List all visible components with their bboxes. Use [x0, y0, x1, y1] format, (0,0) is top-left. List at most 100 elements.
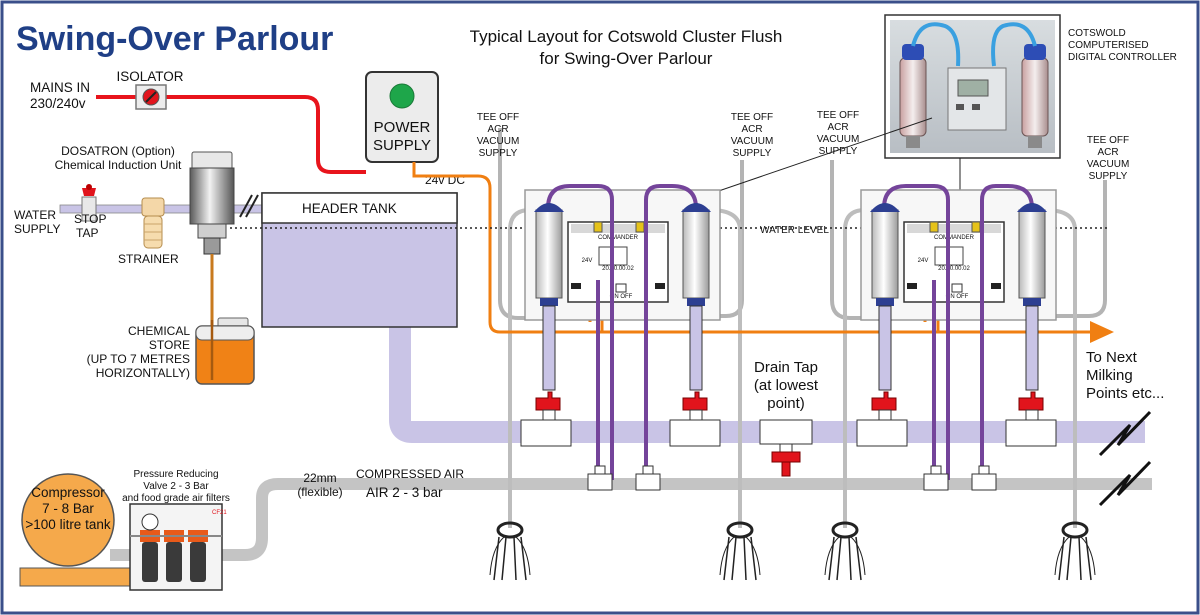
pressure-reducing-valve: [129, 503, 223, 591]
tee-2-line-3: VACUUM: [731, 136, 774, 147]
prv-label-3: and food grade air filters: [122, 493, 230, 504]
controller-strip: [571, 224, 665, 233]
chemical-label-4: HORIZONTALLY): [96, 366, 190, 380]
drain-label-1: Drain Tap: [754, 359, 818, 376]
controller-label-1: COTSWOLD: [1068, 28, 1126, 39]
drop-pipe-left: [542, 305, 556, 391]
header-tank-label: HEADER TANK: [302, 201, 397, 216]
subtitle-line-2: for Swing-Over Parlour: [540, 49, 713, 68]
unit-code-text: COMMANDER: [598, 235, 639, 241]
fitting-left: [571, 283, 581, 289]
cylinder-base-left: [540, 298, 558, 306]
compressed-air-pipe: [110, 478, 1152, 561]
tee-4-line-4: SUPPLY: [1089, 171, 1128, 182]
air-tee-left: [587, 465, 613, 491]
dosatron-label-2: Chemical Induction Unit: [55, 158, 182, 172]
valve-right: [682, 391, 708, 411]
tee-4-line-2: ACR: [1097, 147, 1118, 158]
power-supply-box: [365, 71, 439, 163]
strainer-label: STRAINER: [118, 252, 179, 266]
air-tee-right: [635, 465, 661, 491]
prv-label-1: Pressure Reducing: [133, 469, 218, 480]
flush-cylinder-right: [682, 209, 710, 299]
milking-cluster-1: [489, 521, 531, 581]
milking-cluster-4: [1053, 521, 1097, 582]
controller-photo: [884, 14, 1061, 159]
next-points-label-3: Points etc...: [1086, 385, 1164, 402]
water-level-label: WATER LEVEL: [760, 225, 829, 236]
vacuum-hose-left: [546, 184, 614, 480]
drain-label-2: (at lowest: [754, 377, 819, 394]
subtitle-line-1: Typical Layout for Cotswold Cluster Flus…: [470, 27, 783, 46]
tee-1-line-1: TEE OFF: [477, 112, 519, 123]
water-tee-left: [520, 409, 572, 447]
prv-tag: CF21: [212, 510, 227, 516]
compressor: [19, 473, 149, 587]
water-supply-label-1: WATER: [14, 208, 56, 222]
tee-4-line-3: VACUUM: [1087, 159, 1130, 170]
vacuum-tee-line-1: [498, 128, 565, 320]
dosatron-unit: [189, 151, 235, 380]
chemical-store: [195, 317, 255, 385]
flush-cylinder-left: [535, 209, 563, 299]
prv-label-2: Valve 2 - 3 Bar: [143, 481, 209, 492]
unit-switch: [615, 283, 627, 293]
power-supply-label-2: SUPPLY: [373, 137, 431, 154]
dc-cable: [412, 162, 1090, 334]
next-points-label-2: Milking: [1086, 367, 1133, 384]
tee-off-label-1: TEE OFF ACR VACUUM SUPPLY: [477, 112, 520, 159]
dosatron-label-1: DOSATRON (Option): [61, 144, 175, 158]
vacuum-hose-right: [644, 184, 698, 480]
tee-4-line-1: TEE OFF: [1087, 135, 1129, 146]
unit-readout-text: 20.00.00.02: [602, 266, 634, 272]
pipe-size-label-1: 22mm: [303, 471, 336, 485]
controller-label-3: DIGITAL CONTROLLER: [1068, 52, 1177, 63]
tee-2-line-4: SUPPLY: [733, 148, 772, 159]
water-tee-right: [669, 409, 721, 447]
tee-2-line-1: TEE OFF: [731, 112, 773, 123]
chemical-label-1: CHEMICAL: [128, 324, 190, 338]
water-supply-label-2: SUPPLY: [14, 222, 60, 236]
water-pipe: [389, 325, 1145, 443]
chemical-label-3: (UP TO 7 METRES: [87, 352, 190, 366]
compressor-label-2: 7 - 8 Bar: [42, 501, 94, 516]
vacuum-tee-line-4: [1045, 180, 1107, 318]
cylinder-base-right: [687, 298, 705, 306]
compressor-label-1: Compressor: [31, 485, 105, 500]
tee-off-label-4: TEE OFF ACR VACUUM SUPPLY: [1087, 135, 1130, 182]
flush-unit-2: [855, 184, 1058, 492]
vacuum-tee-line-3: [830, 160, 898, 320]
compressor-label-3: >100 litre tank: [25, 517, 110, 532]
tee-1-line-4: SUPPLY: [479, 148, 518, 159]
unit-valve-left: [593, 221, 603, 233]
valve-left: [535, 391, 561, 411]
tee-3-line-3: VACUUM: [817, 134, 860, 145]
isolator-switch: [135, 84, 167, 110]
compressed-air-label: COMPRESSED AIR: [356, 467, 464, 481]
flush-unit-2-copy: [855, 184, 1058, 492]
controller-label-2: COMPUTERISED: [1068, 40, 1149, 51]
strainer: [141, 197, 165, 249]
cylinder-cap-left: [534, 203, 564, 212]
air-pressure-label: AIR 2 - 3 bar: [366, 485, 443, 500]
cylinder-cap-right: [681, 203, 711, 212]
drain-label-3: point): [767, 395, 805, 412]
pipe-break-symbols: [1098, 410, 1152, 507]
diagram-title: Swing-Over Parlour: [16, 20, 333, 58]
stop-tap-label-2: TAP: [76, 226, 98, 240]
unit-switch-text: ON OFF: [610, 294, 633, 300]
power-supply-label-1: POWER: [374, 119, 431, 136]
mains-label-1: MAINS IN: [30, 80, 90, 95]
flush-unit-1: COMMANDER 20.00.00.02 24V ON OFF: [520, 184, 721, 491]
next-points-label-1: To Next: [1086, 349, 1138, 366]
tee-3-line-4: SUPPLY: [819, 146, 858, 157]
unit-volt-text: 24V: [582, 258, 593, 264]
unit-valve-right: [635, 221, 645, 233]
milking-cluster-2: [718, 521, 762, 582]
tee-off-label-2: TEE OFF ACR VACUUM SUPPLY: [731, 112, 774, 159]
drop-pipe-right: [689, 305, 703, 391]
drain-tap: [759, 419, 813, 477]
isolator-label: ISOLATOR: [116, 69, 183, 84]
tee-2-line-2: ACR: [741, 124, 762, 135]
